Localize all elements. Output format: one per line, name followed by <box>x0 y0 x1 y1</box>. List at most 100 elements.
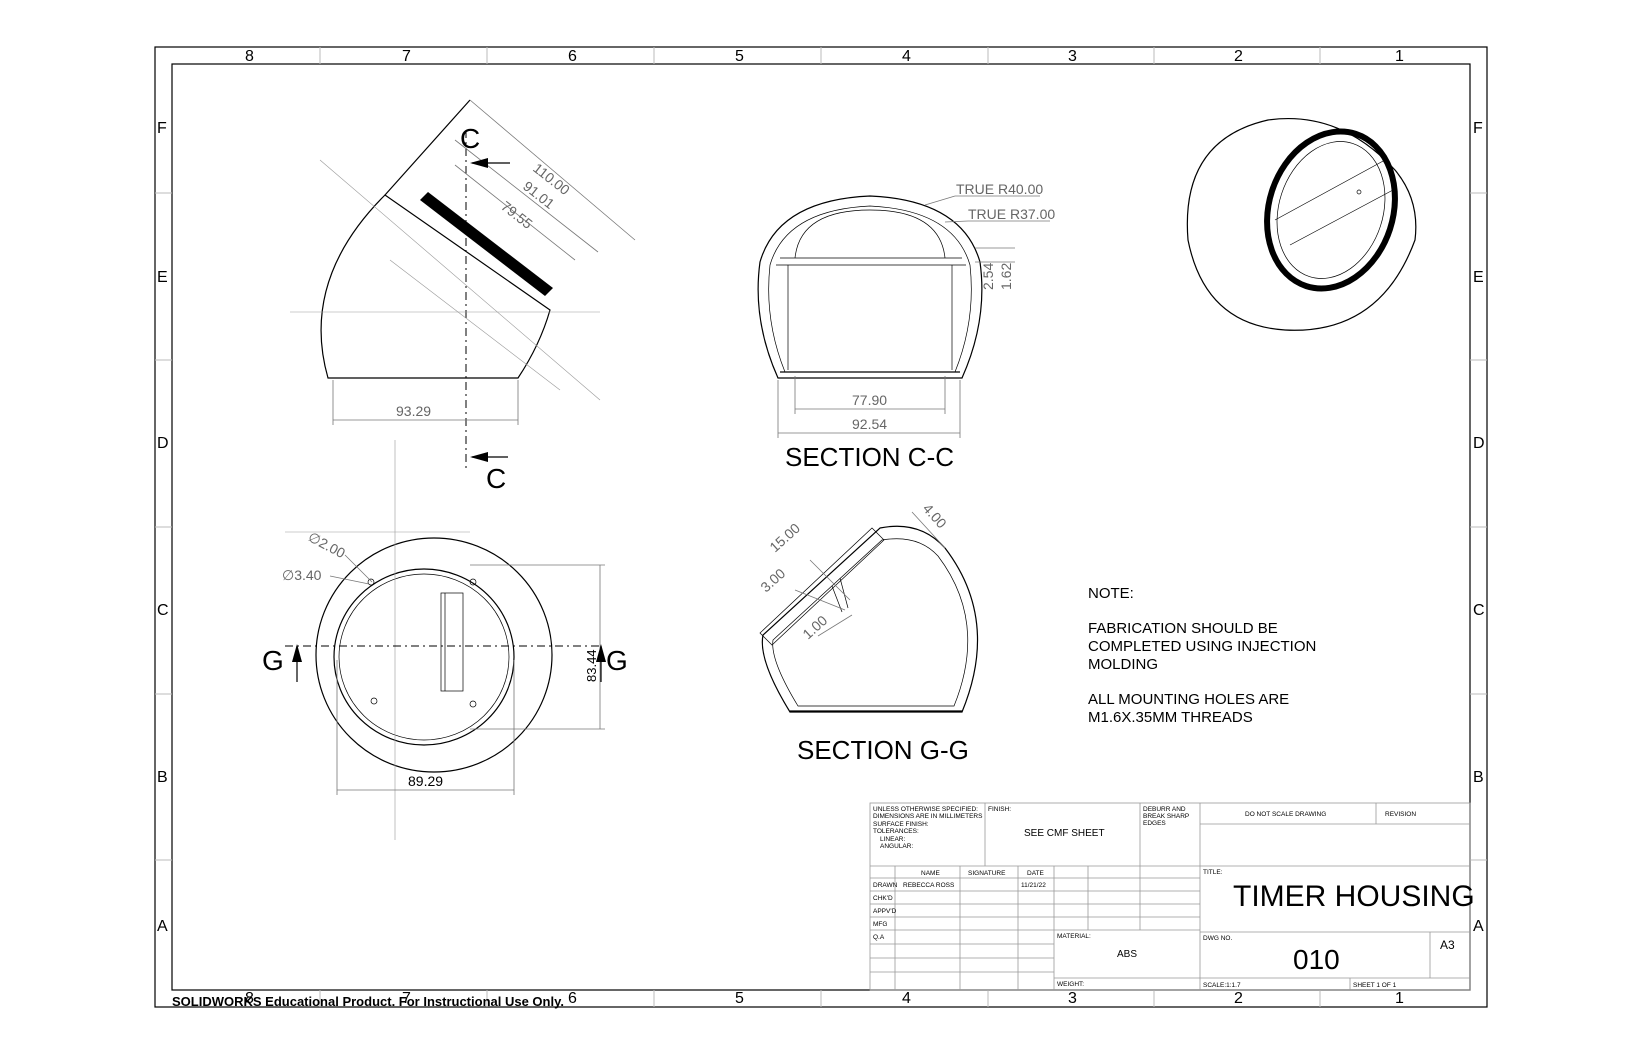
front-view: 110.00 91.01 79.55 93.29 C C <box>290 99 636 494</box>
note-line-5: M1.6X.35MM THREADS <box>1088 709 1253 726</box>
tb-spec-2: DIMENSIONS ARE IN MILLIMETERS <box>873 813 983 820</box>
section-cc-title: SECTION C-C <box>785 442 954 472</box>
tb-spec-3: SURFACE FINISH: <box>873 821 929 828</box>
iso-view-slot-bottom <box>1289 189 1394 246</box>
section-cc-inner <box>768 205 972 373</box>
tb-col-date: DATE <box>1027 870 1045 877</box>
dim-110-line <box>469 99 636 241</box>
sheet-border <box>154 46 1488 1008</box>
section-gg-inner <box>772 538 969 707</box>
iso-view <box>1186 117 1417 331</box>
tb-drawn-name: REBECCA ROSS <box>903 882 955 889</box>
zone-left-C: C <box>157 602 169 619</box>
section-cc-view: TRUE R40.00 TRUE R37.00 2.54 1.62 77.90 … <box>757 181 1055 472</box>
top-view-outer <box>315 537 553 773</box>
tb-revision-label: REVISION <box>1385 811 1416 818</box>
section-gg-tab-2 <box>831 585 843 613</box>
section-gg-view: 15.00 3.00 1.00 4.00 SECTION G-G <box>757 500 979 765</box>
dim-79: 79.55 <box>498 198 536 232</box>
leader-gg-3 <box>794 589 846 611</box>
tb-col-name: NAME <box>921 870 940 877</box>
zone-right-A: A <box>1473 918 1484 935</box>
dim-dia-340: ∅3.40 <box>282 567 322 583</box>
tb-row-drawn: DRAWN <box>873 882 898 889</box>
tb-material: ABS <box>1117 949 1137 960</box>
section-cc-outer <box>757 195 983 379</box>
section-g-label-right: G <box>606 645 628 676</box>
mount-hole-2 <box>469 578 477 586</box>
zone-top-5: 5 <box>735 48 744 65</box>
section-g-label-left: G <box>262 645 284 676</box>
tb-do-not-scale: DO NOT SCALE DRAWING <box>1245 811 1326 818</box>
dim-gg-3: 3.00 <box>757 565 788 595</box>
zone-labels-right: F E D C B A <box>1473 120 1485 935</box>
dim-dia-2: ∅2.00 <box>306 529 349 562</box>
section-cc-dome <box>794 209 946 259</box>
dim-162: 1.62 <box>998 263 1014 290</box>
section-gg-lid <box>759 527 885 646</box>
tb-col-signature: SIGNATURE <box>968 870 1006 877</box>
dim-93: 93.29 <box>396 403 431 419</box>
tb-deburr-3: EDGES <box>1143 820 1166 827</box>
zone-bottom-4: 4 <box>902 990 911 1007</box>
iso-view-rim-inner <box>1276 141 1386 279</box>
dim-r37: TRUE R37.00 <box>968 206 1055 222</box>
zone-top-1: 1 <box>1395 48 1404 65</box>
section-c-arrow-top-head <box>470 158 488 168</box>
tb-sheet: SHEET 1 OF 1 <box>1353 982 1397 989</box>
zone-right-D: D <box>1473 435 1485 452</box>
leader-dia-2 <box>344 554 373 583</box>
tb-dwg-no: 010 <box>1293 944 1340 975</box>
tb-scale: SCALE:1:1.7 <box>1203 982 1241 989</box>
section-gg-outer <box>761 525 979 713</box>
tb-weight-label: WEIGHT: <box>1057 981 1084 988</box>
iso-view-slot-top <box>1274 159 1386 221</box>
zone-labels-left: F E D C B A <box>157 120 169 935</box>
tb-row-qa: Q.A <box>873 934 885 941</box>
tb-finish-label: FINISH: <box>988 806 1011 813</box>
leader-gg-4 <box>911 511 946 549</box>
zone-bottom-7: 7 <box>402 990 411 1007</box>
zone-top-2: 2 <box>1234 48 1243 65</box>
note-line-4: ALL MOUNTING HOLES ARE <box>1088 691 1289 708</box>
section-gg-title: SECTION G-G <box>797 735 969 765</box>
section-c-label-bottom: C <box>486 463 506 494</box>
zone-right-B: B <box>1473 769 1484 786</box>
zone-left-F: F <box>157 120 167 137</box>
tb-spec-1: UNLESS OTHERWISE SPECIFIED: <box>873 806 978 813</box>
zone-left-A: A <box>157 918 168 935</box>
section-c-label-top: C <box>460 123 480 154</box>
top-view-slot <box>440 592 464 692</box>
dim-gg-1: 1.00 <box>799 612 830 642</box>
top-view: ∅2.00 ∅3.40 89.29 83.44 G G <box>262 440 628 840</box>
dim-r40: TRUE R40.00 <box>956 181 1043 197</box>
zone-labels-top: 8 7 6 5 4 3 2 1 <box>245 48 1404 65</box>
zone-top-3: 3 <box>1068 48 1077 65</box>
zone-bottom-2: 2 <box>1234 990 1243 1007</box>
zone-labels-bottom: 8 7 6 5 4 3 2 1 <box>245 990 1404 1007</box>
zone-bottom-6: 6 <box>568 990 577 1007</box>
tb-spec-5: LINEAR: <box>880 836 905 843</box>
top-view-rim <box>333 568 515 746</box>
leader-dia-340 <box>329 575 370 585</box>
note-line-1: FABRICATION SHOULD BE <box>1088 620 1278 637</box>
iso-view-rim <box>1264 128 1398 292</box>
tb-deburr-2: BREAK SHARP <box>1143 813 1189 820</box>
tb-spec-6: ANGULAR: <box>880 843 913 850</box>
front-view-band <box>420 192 553 296</box>
zone-right-C: C <box>1473 602 1485 619</box>
solidworks-watermark: SOLIDWORKS Educational Product. For Inst… <box>172 994 564 1009</box>
zone-right-E: E <box>1473 269 1484 286</box>
zone-top-6: 6 <box>568 48 577 65</box>
zone-top-8: 8 <box>245 48 254 65</box>
front-view-edge-top <box>384 99 471 196</box>
zone-top-7: 7 <box>402 48 411 65</box>
iso-view-hole <box>1356 189 1362 195</box>
notes: NOTE: FABRICATION SHOULD BE COMPLETED US… <box>1088 585 1316 726</box>
section-g-arrow-left-head <box>292 644 302 662</box>
tb-row-appvd: APPV'D <box>873 908 897 915</box>
leader-gg-1 <box>817 614 853 637</box>
zone-bottom-1: 1 <box>1395 990 1404 1007</box>
dim-gg-4: 4.00 <box>920 500 950 531</box>
